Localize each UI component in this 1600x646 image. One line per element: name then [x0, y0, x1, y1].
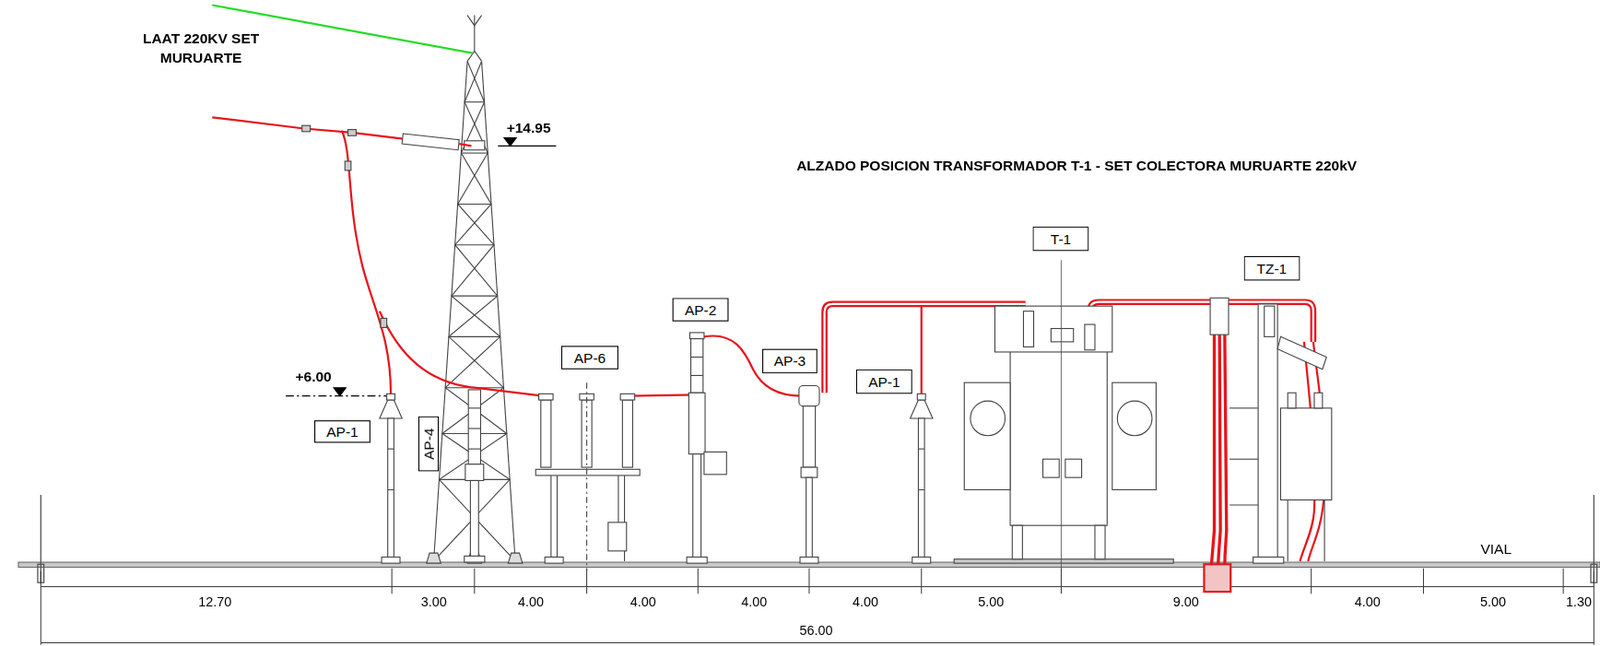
- road-label: VIAL: [1480, 541, 1512, 558]
- dimension-value: 1.30: [1565, 594, 1592, 611]
- equipment-tag: AP-3: [762, 349, 818, 375]
- disconnector: [535, 382, 640, 572]
- equipment-tag: T-1: [1032, 226, 1089, 252]
- fence-posts: [37, 494, 1598, 584]
- equipment-tag: AP-1: [314, 420, 371, 443]
- cable-trench: [1203, 564, 1231, 592]
- grounding-transformer: [1210, 297, 1332, 564]
- dimension-value: 3.00: [421, 594, 448, 611]
- post-insulator: [379, 393, 402, 564]
- line-name: LAAT 220KV SET MURUARTE: [135, 28, 267, 68]
- tag-text: AP-2: [684, 301, 717, 318]
- equipment-tag: AP-1: [856, 369, 913, 395]
- tag-text: AP-1: [868, 373, 900, 390]
- voltage-transformer: [464, 389, 485, 563]
- power-cables: [1210, 305, 1227, 580]
- dimension-value: 5.00: [1480, 594, 1506, 611]
- level-markers: [285, 137, 556, 396]
- drawing-title: ALZADO POSICION TRANSFORMADOR T-1 - SET …: [796, 157, 1357, 175]
- insulator-string: [302, 125, 460, 328]
- tag-text: AP-6: [574, 349, 606, 366]
- dimension-value: 4.00: [630, 594, 657, 611]
- dimension-value: 4.00: [517, 594, 544, 611]
- elevation-mark: +14.95: [506, 119, 552, 137]
- power-transformer: [953, 259, 1174, 572]
- dimension-value: 4.00: [1354, 594, 1381, 611]
- dimension-value: 4.00: [852, 594, 879, 611]
- tag-text: TZ-1: [1256, 259, 1287, 277]
- circuit-breaker: [686, 332, 727, 564]
- dimension-value: 5.00: [977, 594, 1004, 611]
- dimension-value: 9.00: [1173, 594, 1200, 611]
- equipment-tag: AP-4: [418, 416, 439, 472]
- dimension-total: 56.00: [799, 623, 833, 639]
- dimension-lines: [40, 568, 1594, 646]
- equipment-tag: TZ-1: [1244, 256, 1301, 282]
- tag-text: AP-3: [774, 352, 806, 370]
- tag-text: AP-1: [326, 423, 358, 440]
- conductors: [211, 117, 1325, 562]
- dimension-value: 4.00: [741, 594, 767, 611]
- tag-text: T-1: [1050, 230, 1071, 248]
- tag-text: AP-4: [420, 427, 437, 459]
- equipment-tag: AP-6: [561, 345, 619, 369]
- post-insulator: [910, 393, 933, 564]
- elevation-mark: +6.00: [295, 368, 332, 386]
- current-transformer: [799, 386, 820, 565]
- dimension-value: 12.70: [198, 594, 232, 611]
- lattice-tower: [426, 15, 523, 565]
- equipment-tag: AP-2: [672, 297, 730, 321]
